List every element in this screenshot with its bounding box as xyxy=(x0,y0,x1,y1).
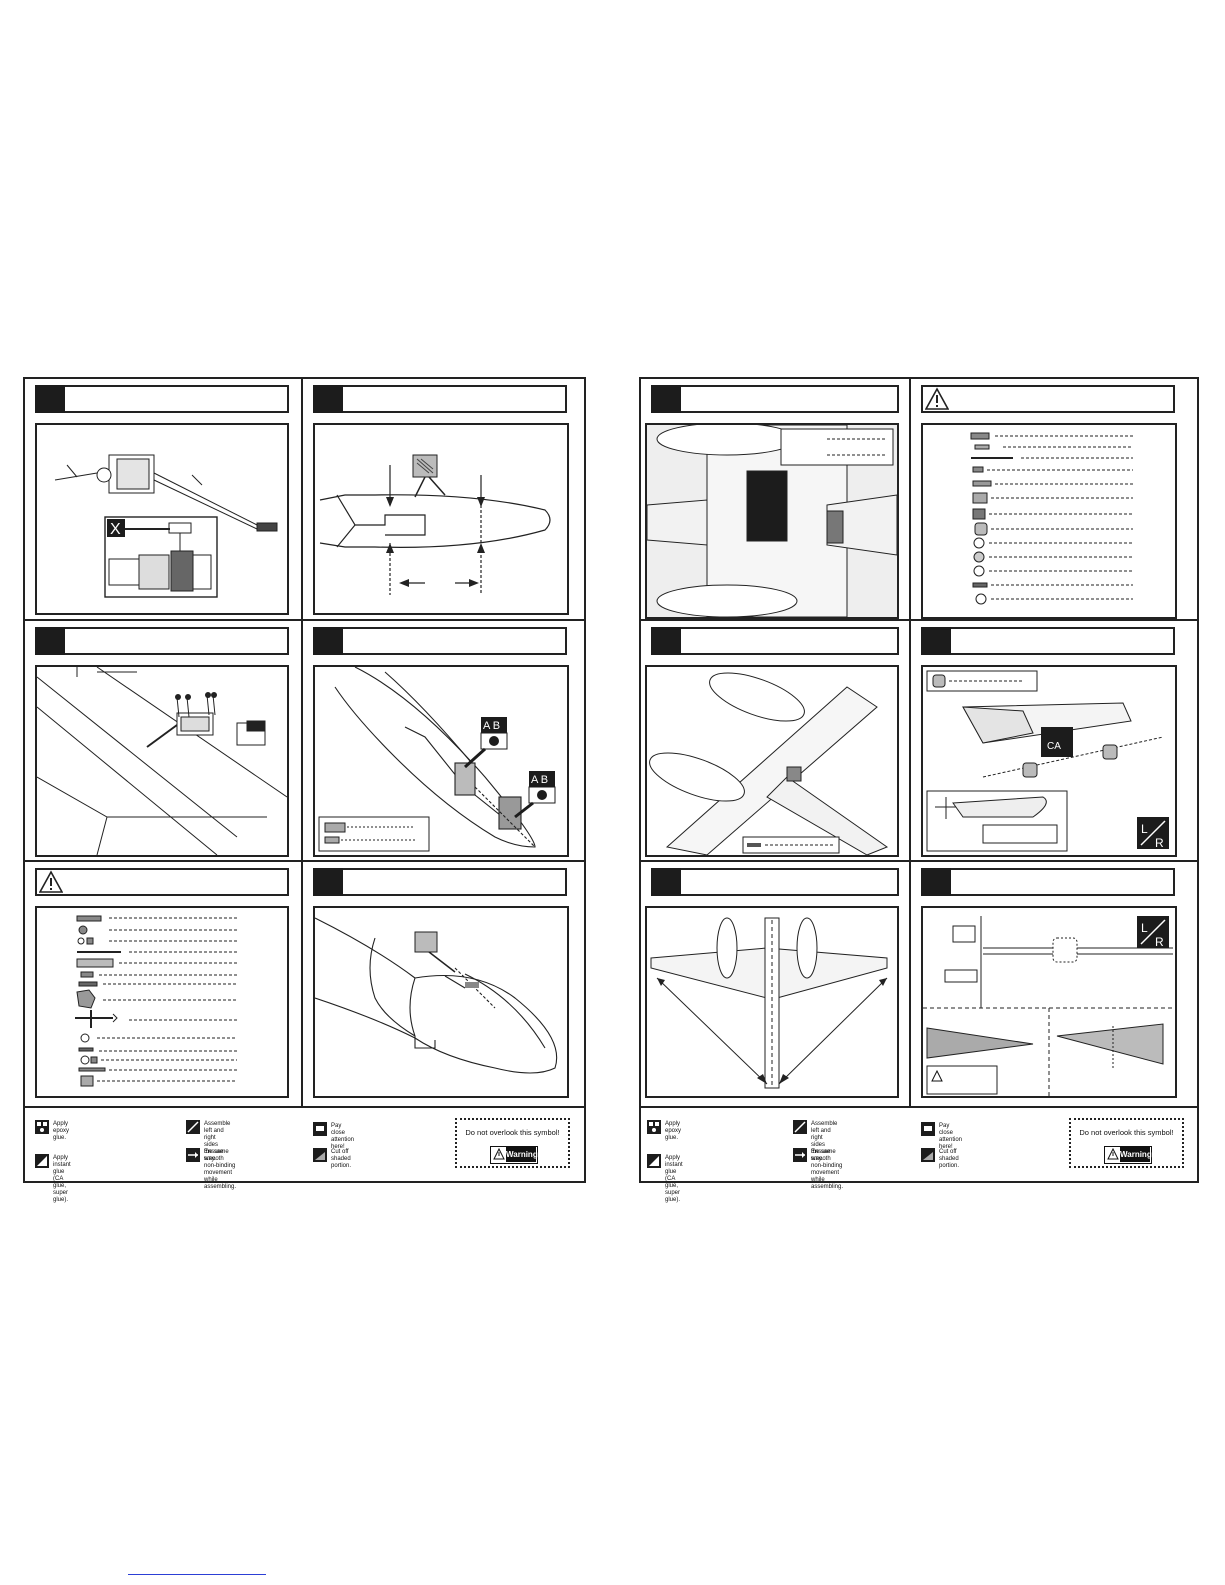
cut-off-icon xyxy=(921,1148,935,1162)
row-divider xyxy=(641,860,1197,862)
svg-text:A B: A B xyxy=(483,720,500,732)
wing-tip-figure: CA L R xyxy=(921,665,1177,857)
step-header xyxy=(313,868,567,896)
row-divider xyxy=(25,860,584,862)
step-canopy-cut xyxy=(303,379,586,619)
cut-off-icon xyxy=(313,1148,327,1162)
epoxy-ab-icon: A B xyxy=(514,771,556,819)
ca-glue-icon: CA xyxy=(1041,727,1073,757)
step-canopy-glue: A B A B xyxy=(303,621,586,860)
step-header xyxy=(651,627,899,655)
ca-glue-icon xyxy=(35,1154,49,1168)
step-number-block xyxy=(921,627,951,655)
step-top-view xyxy=(641,379,909,619)
step-fuselage-assembly xyxy=(641,621,909,860)
step-canopy-detail xyxy=(303,862,586,1106)
step-header xyxy=(313,385,567,413)
svg-text:CA: CA xyxy=(1047,741,1061,752)
wing-servo-figure xyxy=(35,665,289,857)
hyperlink-underline[interactable] xyxy=(128,1574,266,1575)
left-right-icon: L R xyxy=(1137,817,1169,850)
aircraft-top-figure xyxy=(645,423,899,619)
step-header xyxy=(35,627,289,655)
row-divider xyxy=(25,619,584,621)
pointing-hand-icon xyxy=(921,1122,935,1136)
canopy-cut-figure xyxy=(313,423,569,615)
column-divider xyxy=(301,379,303,1106)
fuselage-assembly-figure xyxy=(645,665,899,857)
step-alignment xyxy=(641,862,909,1106)
svg-text:R: R xyxy=(1155,836,1164,850)
right-page: CA L R xyxy=(639,377,1199,1203)
step-wing-tip: CA L R xyxy=(911,621,1197,860)
column-divider xyxy=(909,379,911,1106)
step-parts-list xyxy=(25,862,301,1106)
step-header xyxy=(35,385,289,413)
warning-triangle-icon xyxy=(1107,1148,1119,1160)
canopy-glue-figure: A B A B xyxy=(313,665,569,857)
warning-badge: Warning! xyxy=(490,1146,540,1164)
hardware-list-figure xyxy=(921,423,1177,619)
x-mark: X xyxy=(110,521,121,538)
left-right-icon: L R xyxy=(1137,916,1169,949)
canopy-detail-figure xyxy=(313,906,569,1098)
epoxy-ab-icon: A B xyxy=(463,717,508,769)
warning-triangle-icon xyxy=(39,870,63,893)
hinge-cut-figure: L R xyxy=(921,906,1177,1098)
pointing-hand-icon xyxy=(313,1122,327,1136)
step-header xyxy=(313,627,567,655)
step-header xyxy=(35,868,289,896)
step-number-block xyxy=(651,385,681,413)
epoxy-ab-icon xyxy=(647,1120,661,1134)
step-header xyxy=(651,385,899,413)
step-header xyxy=(921,627,1175,655)
symbol-legend: Apply epoxy glue. Apply instant glue (CA… xyxy=(641,1106,1197,1203)
step-number-block xyxy=(313,868,343,896)
symbol-legend: Apply epoxy glue. Apply instant glue (CA… xyxy=(25,1106,584,1203)
epoxy-ab-icon xyxy=(35,1120,49,1134)
step-hardware-list xyxy=(911,379,1197,619)
step-hinge-cut: L R xyxy=(911,862,1197,1106)
warning-badge: Warning! xyxy=(1104,1146,1154,1164)
parts-list-figure xyxy=(35,906,289,1098)
left-right-icon xyxy=(186,1120,200,1134)
warning-triangle-icon xyxy=(925,387,949,410)
step-number-block xyxy=(313,385,343,413)
step-number-block xyxy=(35,385,65,413)
svg-text:L: L xyxy=(1141,822,1148,836)
svg-text:L: L xyxy=(1141,921,1148,935)
step-number-block xyxy=(651,627,681,655)
svg-text:R: R xyxy=(1155,935,1164,949)
warning-triangle-icon xyxy=(931,1070,943,1082)
step-servo-pushrod: X xyxy=(25,379,301,619)
step-number-block xyxy=(313,627,343,655)
left-right-icon xyxy=(793,1120,807,1134)
warning-triangle-icon xyxy=(493,1148,505,1160)
servo-pushrod-figure: X xyxy=(35,423,289,615)
alignment-figure xyxy=(645,906,899,1098)
step-header xyxy=(921,385,1175,413)
left-page: X xyxy=(23,377,586,1203)
row-divider xyxy=(641,619,1197,621)
warning-notice: Do not overlook this symbol! Warning! xyxy=(455,1118,570,1168)
step-wing-servo xyxy=(25,621,301,860)
warning-notice: Do not overlook this symbol! Warning! xyxy=(1069,1118,1184,1168)
step-number-block xyxy=(651,868,681,896)
ca-glue-icon xyxy=(647,1154,661,1168)
step-number-block xyxy=(35,627,65,655)
smooth-movement-icon xyxy=(186,1148,200,1162)
step-header xyxy=(921,868,1175,896)
step-number-block xyxy=(921,868,951,896)
step-header xyxy=(651,868,899,896)
smooth-movement-icon xyxy=(793,1148,807,1162)
svg-text:A B: A B xyxy=(531,774,548,786)
